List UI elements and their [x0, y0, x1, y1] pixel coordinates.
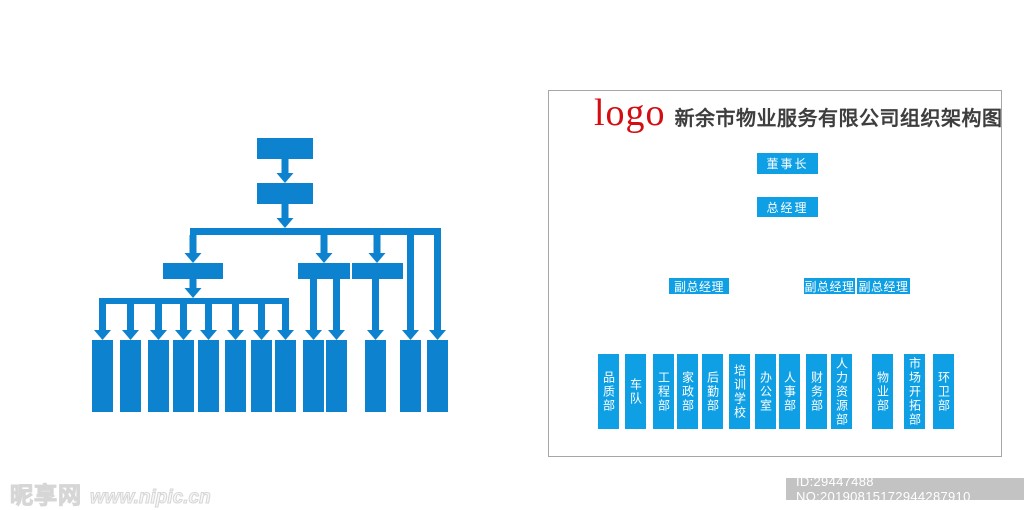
deputy-gm-box-1: 副总经理 [669, 278, 729, 294]
chairman-box: 董事长 [757, 153, 818, 174]
department-box: 后勤部 [702, 354, 723, 429]
department-box: 财务部 [806, 354, 827, 429]
department-box: 家政部 [677, 354, 698, 429]
site-watermark: 昵享网 www.nipic.cn [10, 476, 212, 510]
department-box: 市场开拓部 [904, 354, 925, 429]
deputy-gm-box-3: 副总经理 [857, 278, 910, 294]
department-box: 品质部 [598, 354, 619, 429]
general-manager-box: 总经理 [757, 197, 818, 217]
logo-placeholder-text: logo [594, 92, 666, 134]
department-box: 办公室 [755, 354, 776, 429]
panel-title-row: logo 新余市物业服务有限公司组织架构图 [594, 94, 1003, 132]
department-box: 人力资源部 [831, 354, 852, 429]
department-box: 工程部 [653, 354, 674, 429]
department-box: 人事部 [779, 354, 800, 429]
site-name-watermark: 昵享网 [10, 482, 82, 509]
department-box: 物业部 [872, 354, 893, 429]
department-box: 车队 [625, 354, 646, 429]
department-box: 环卫部 [933, 354, 954, 429]
image-id-badge: ID:29447488 NO:20190815172944287910 [786, 474, 1024, 504]
deputy-gm-box-2: 副总经理 [804, 278, 855, 294]
org-chart-title: 新余市物业服务有限公司组织架构图 [674, 108, 1003, 130]
department-box: 培训学校 [729, 354, 750, 429]
site-url-watermark: www.nipic.cn [90, 487, 212, 509]
